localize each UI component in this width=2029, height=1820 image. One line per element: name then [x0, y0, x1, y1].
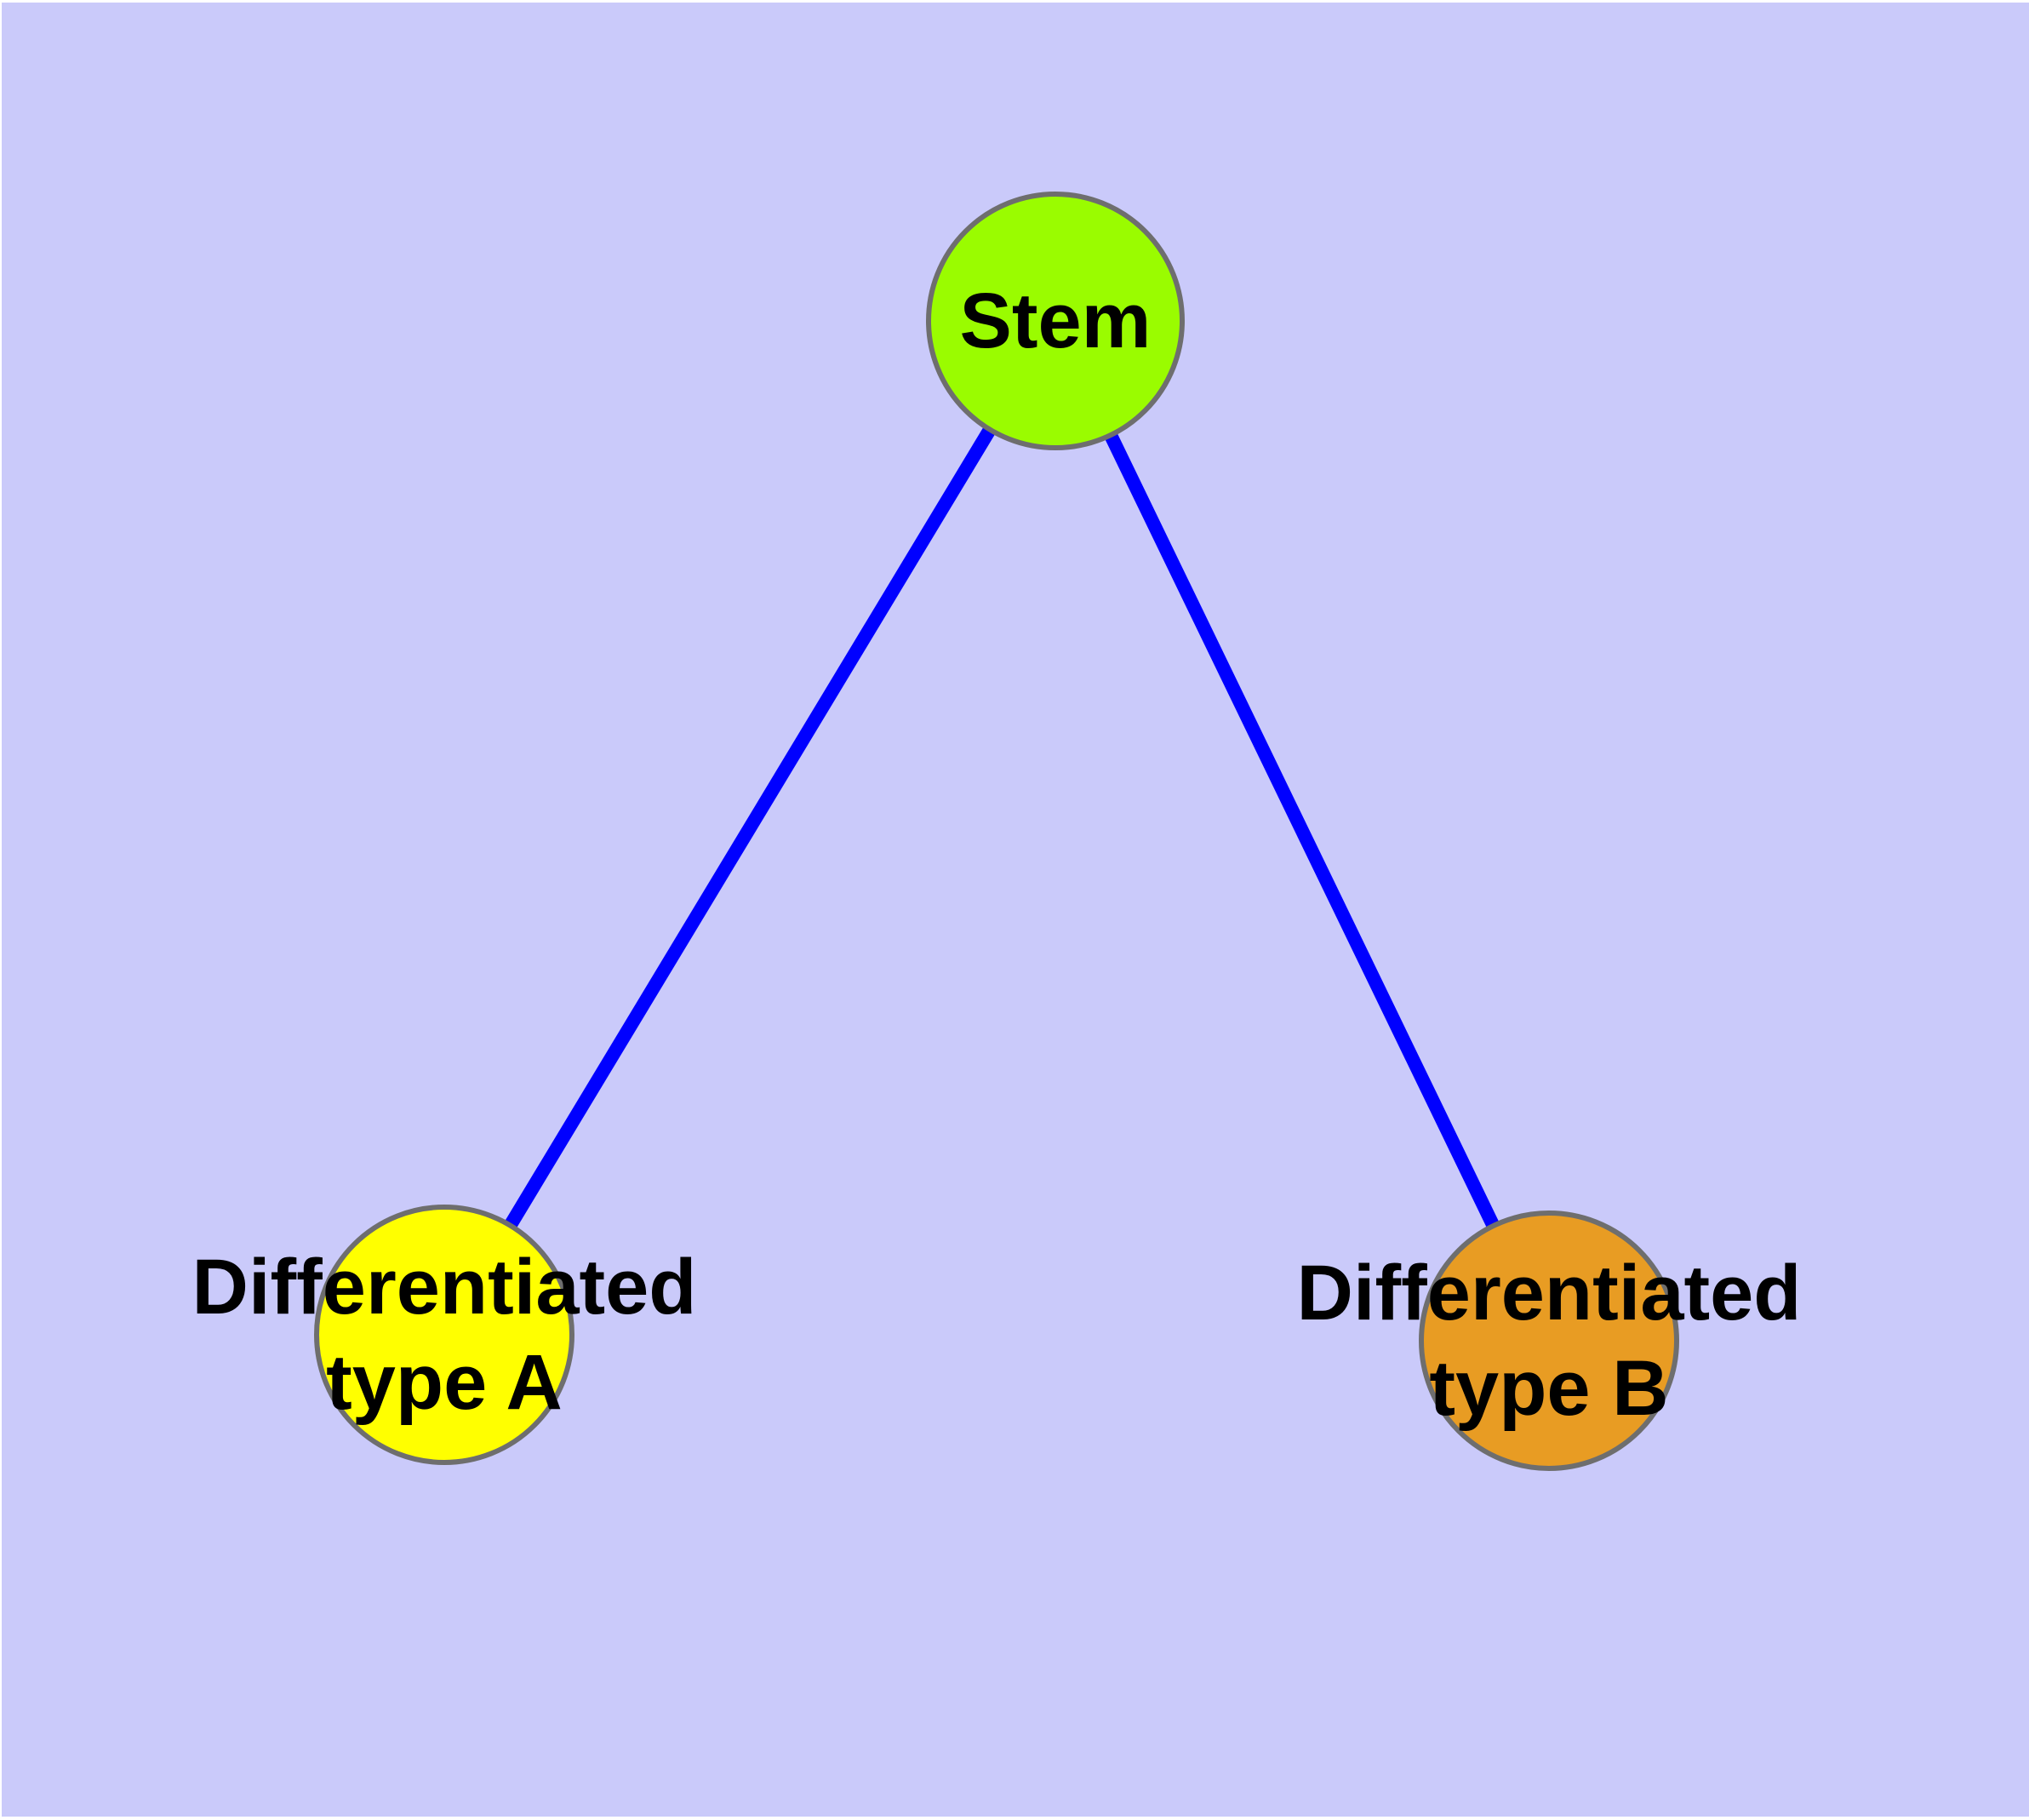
node-stem-label: Stem [959, 278, 1152, 364]
edge-stem-to-type-a [438, 317, 1061, 1339]
node-differentiated-type-b: Differentiated type B [1297, 1210, 1801, 1471]
edge-stem-to-type-b [1049, 318, 1556, 1344]
diagram-canvas: Stem Differentiated type A Differentiate… [2, 3, 2029, 1817]
node-stem: Stem [926, 192, 1185, 450]
node-differentiated-type-a: Differentiated type A [192, 1205, 696, 1465]
edges-layer [438, 317, 1556, 1344]
